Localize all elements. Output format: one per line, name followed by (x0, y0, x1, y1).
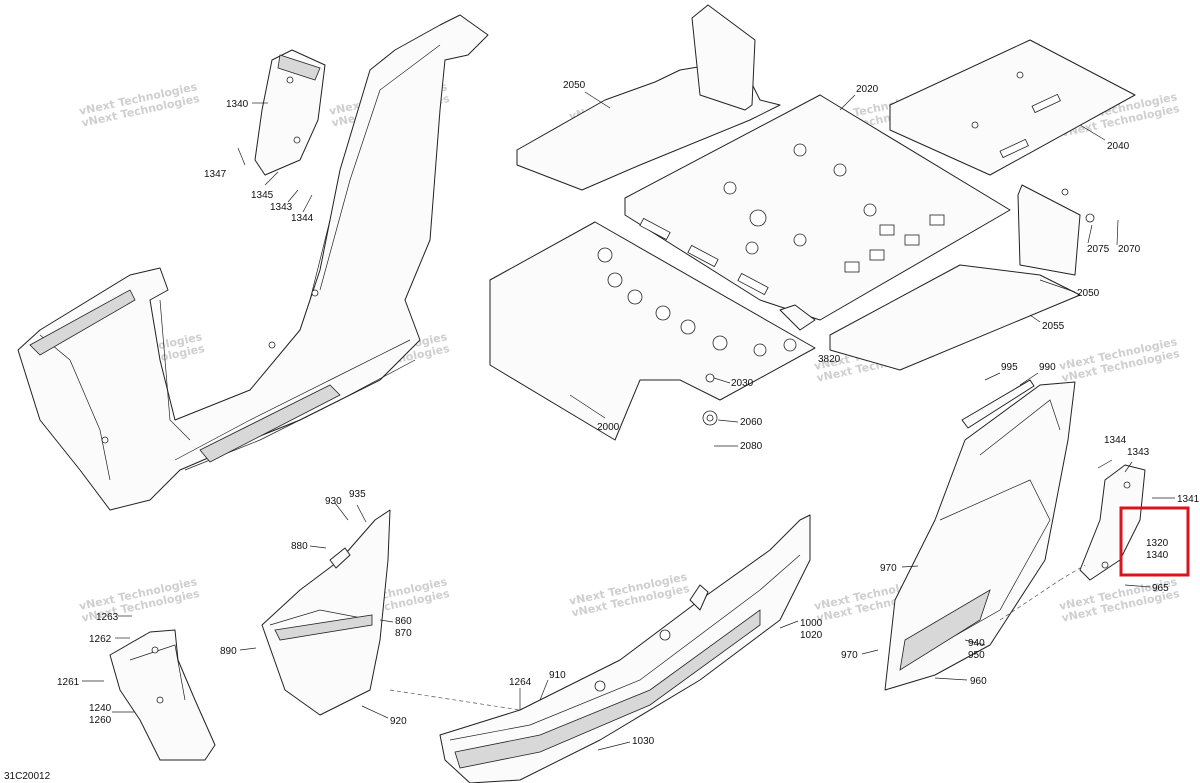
callout-2055: 2055 (1042, 321, 1065, 332)
callout-3820: 3820 (818, 354, 841, 365)
callout-1320: 1320 (1146, 538, 1169, 549)
callout-1000: 1000 (800, 618, 823, 629)
callout-1263: 1263 (96, 612, 119, 623)
callout-1341: 1341 (1177, 494, 1200, 505)
callout-2050: 2050 (563, 80, 586, 91)
callout-950: 950 (968, 650, 985, 661)
callout-2075: 2075 (1087, 244, 1110, 255)
callout-910: 910 (549, 670, 566, 681)
callout-965: 965 (1152, 583, 1169, 594)
trim-panel-1340 (254, 49, 326, 176)
callout-1260: 1260 (89, 715, 112, 726)
callout-labels: 1340 1347 1345 1343 1344 2050 2020 2040 … (4, 80, 1200, 782)
callout-1345: 1345 (251, 190, 274, 201)
callout-2020: 2020 (856, 84, 879, 95)
callout-930: 930 (325, 496, 342, 507)
callout-880: 880 (291, 541, 308, 552)
callout-2070: 2070 (1118, 244, 1141, 255)
leader-lines (82, 91, 1175, 751)
callout-1020: 1020 (800, 630, 823, 641)
trim-panel-1240 (109, 629, 216, 761)
callout-970: 970 (841, 650, 858, 661)
callout-1343: 1343 (270, 202, 293, 213)
callout-870: 870 (395, 628, 412, 639)
callout-1347: 1347 (204, 169, 227, 180)
callout-920: 920 (390, 716, 407, 727)
rocker-panel-1000 (439, 514, 811, 783)
left-tub-assembly (17, 14, 489, 511)
callout-1344: 1344 (1104, 435, 1127, 446)
callout-2040: 2040 (1107, 141, 1130, 152)
callout-2000: 2000 (597, 422, 620, 433)
callout-1344: 1344 (291, 213, 314, 224)
callout-2050: 2050 (1077, 288, 1100, 299)
callout-970: 970 (880, 563, 897, 574)
callout-1261: 1261 (57, 677, 80, 688)
diagram-code: 31C20012 (4, 771, 51, 782)
callout-935: 935 (349, 489, 366, 500)
callout-1030: 1030 (632, 736, 655, 747)
right-side-panel (884, 379, 1146, 691)
callout-990: 990 (1039, 362, 1056, 373)
callout-995: 995 (1001, 362, 1018, 373)
callout-890: 890 (220, 646, 237, 657)
callout-960: 960 (970, 676, 987, 687)
callout-1262: 1262 (89, 634, 112, 645)
side-panel-860 (261, 509, 391, 716)
callout-940: 940 (968, 638, 985, 649)
callout-1343: 1343 (1127, 447, 1150, 458)
callout-1340: 1340 (226, 99, 249, 110)
callout-860: 860 (395, 616, 412, 627)
callout-2080: 2080 (740, 441, 763, 452)
callout-2030: 2030 (731, 378, 754, 389)
highlight-box (1119, 506, 1190, 577)
callout-1340: 1340 (1146, 550, 1169, 561)
callout-1264: 1264 (509, 677, 532, 688)
callout-1240: 1240 (89, 703, 112, 714)
assembly-lines (389, 564, 1086, 711)
callout-2060: 2060 (740, 417, 763, 428)
floor-plates (489, 4, 1136, 441)
